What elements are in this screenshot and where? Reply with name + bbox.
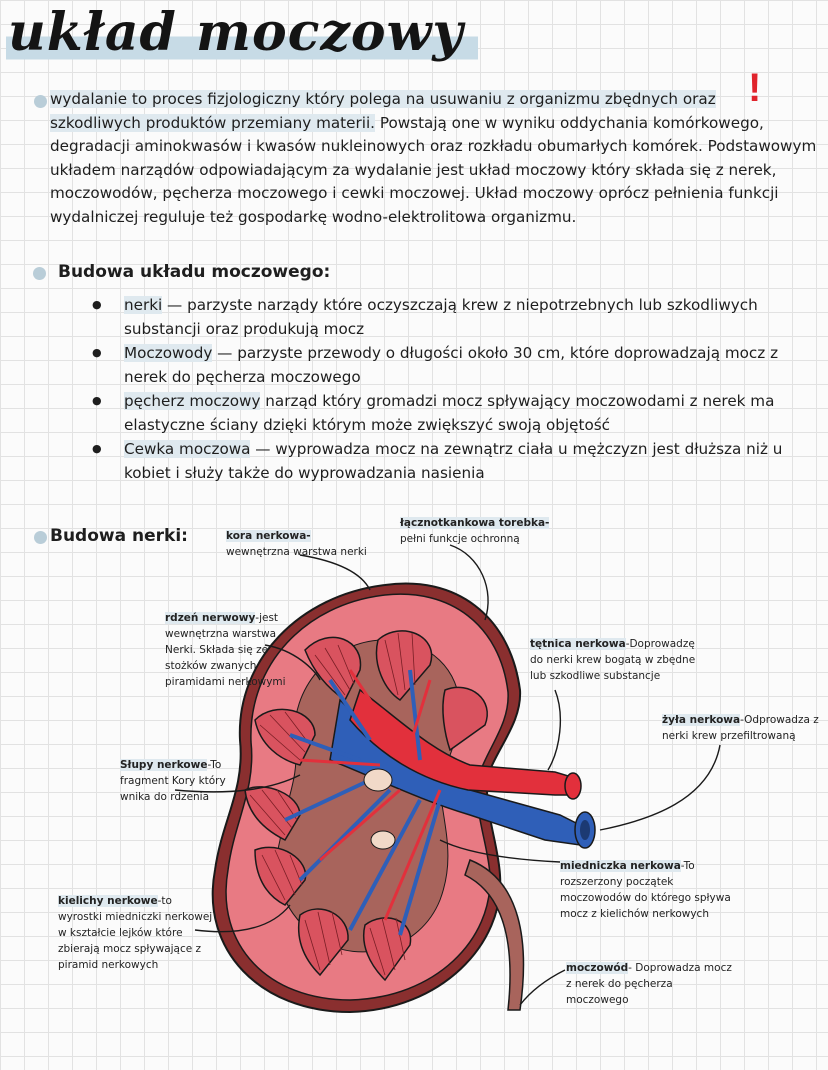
label-ureter: moczowód- Doprowadza mocz z nerek do pęc… <box>566 960 736 1008</box>
term: Moczowody <box>124 344 213 362</box>
bullet-dot-icon <box>33 267 46 280</box>
label-cortex: kora nerkowa- wewnętrzna warstwa nerki <box>226 528 386 560</box>
pointer-line <box>264 644 321 681</box>
label-medulla: rdzeń nerwowy-jest wewnętrzna warstwa Ne… <box>165 610 290 690</box>
intro-rest: Powstają one w wyniku oddychania komórko… <box>50 113 817 226</box>
list-item: nerki — parzyste narządy które oczyszcza… <box>92 293 812 341</box>
label-desc: -jest wewnętrzna warstwa Nerki. Składa s… <box>165 612 286 688</box>
pointer-line <box>519 969 566 1006</box>
term: Cewka moczowa <box>124 440 251 458</box>
label-term: moczowód <box>566 962 629 974</box>
section-heading-kidney: Budowa nerki: <box>50 526 188 546</box>
pointer-line <box>547 689 562 771</box>
label-artery: tętnica nerkowa-Doprowadzę do nerki krew… <box>530 636 705 684</box>
page-title: układ moczowy <box>6 0 478 68</box>
pointer-line <box>174 774 301 793</box>
intro-paragraph: wydalanie to proces fizjologiczny który … <box>50 88 820 229</box>
term: nerki <box>124 296 163 314</box>
label-term: tętnica nerkowa <box>530 638 626 650</box>
label-capsule: łącznotkankowa torebka- pełni funkcje oc… <box>400 515 570 547</box>
label-desc: -Odprowadza z nerki krew przefiltrowaną <box>662 714 819 742</box>
bullet-dot-icon <box>34 95 47 108</box>
label-term: miedniczka nerkowa <box>560 860 681 872</box>
organ-list: nerki — parzyste narządy które oczyszcza… <box>92 293 812 485</box>
definition: — parzyste narządy które oczyszczają kre… <box>124 296 758 338</box>
intro-line2: szkodliwych produktów przemiany materii. <box>50 113 375 132</box>
label-desc: - Doprowadza mocz z nerek do pęcherza mo… <box>566 962 732 1006</box>
label-desc: -to wyrostki miedniczki nerkowej w kszta… <box>58 895 213 971</box>
label-desc: -Doprowadzę do nerki krew bogatą w zbędn… <box>530 638 696 682</box>
pointer-line <box>299 554 371 591</box>
label-pelvis: miedniczka nerkowa-To rozszerzony począt… <box>560 858 745 922</box>
list-item: Cewka moczowa — wyprowadza mocz na zewną… <box>92 437 812 485</box>
label-term: żyła nerkowa <box>662 714 741 726</box>
definition: — wyprowadza mocz na zewnątrz ciała u mę… <box>124 440 783 482</box>
intro-lead: wydalanie to proces fizjologiczny który … <box>50 90 716 108</box>
label-calyces: kielichy nerkowe-to wyrostki miedniczki … <box>58 893 214 973</box>
label-term: kielichy nerkowe <box>58 895 158 907</box>
label-term: łącznotkankowa torebka- <box>400 517 550 529</box>
label-term: kora nerkowa- <box>226 530 311 542</box>
label-desc: pełni funkcje ochronną <box>400 533 520 545</box>
ureter <box>464 859 525 1011</box>
label-term: rdzeń nerwowy <box>165 612 256 624</box>
label-desc: -To fragment Kory który wnika do rdzenia <box>120 759 226 803</box>
pointer-line <box>599 744 721 831</box>
pointer-line <box>439 839 561 863</box>
bullet-dot-icon <box>34 531 47 544</box>
pointer-line <box>449 544 489 621</box>
label-vein: żyła nerkowa-Odprowadza z nerki krew prz… <box>662 712 824 744</box>
term: pęcherz moczowy <box>124 392 261 410</box>
section-heading-urinary: Budowa układu moczowego: <box>58 262 331 282</box>
pointer-line <box>194 904 291 933</box>
list-item: pęcherz moczowy narząd który gromadzi mo… <box>92 389 812 437</box>
definition: — parzyste przewody o długości około 30 … <box>124 344 779 386</box>
list-item: Moczowody — parzyste przewody o długości… <box>92 341 812 389</box>
label-desc: wewnętrzna warstwa nerki <box>226 546 367 558</box>
label-term: Słupy nerkowe <box>120 759 208 771</box>
definition: narząd który gromadzi mocz spływający mo… <box>124 392 775 434</box>
label-desc: -To rozszerzony początek moczowodów do k… <box>560 860 731 920</box>
label-columns: Słupy nerkowe-To fragment Kory który wni… <box>120 757 228 805</box>
exclamation-icon: ! <box>748 66 762 110</box>
